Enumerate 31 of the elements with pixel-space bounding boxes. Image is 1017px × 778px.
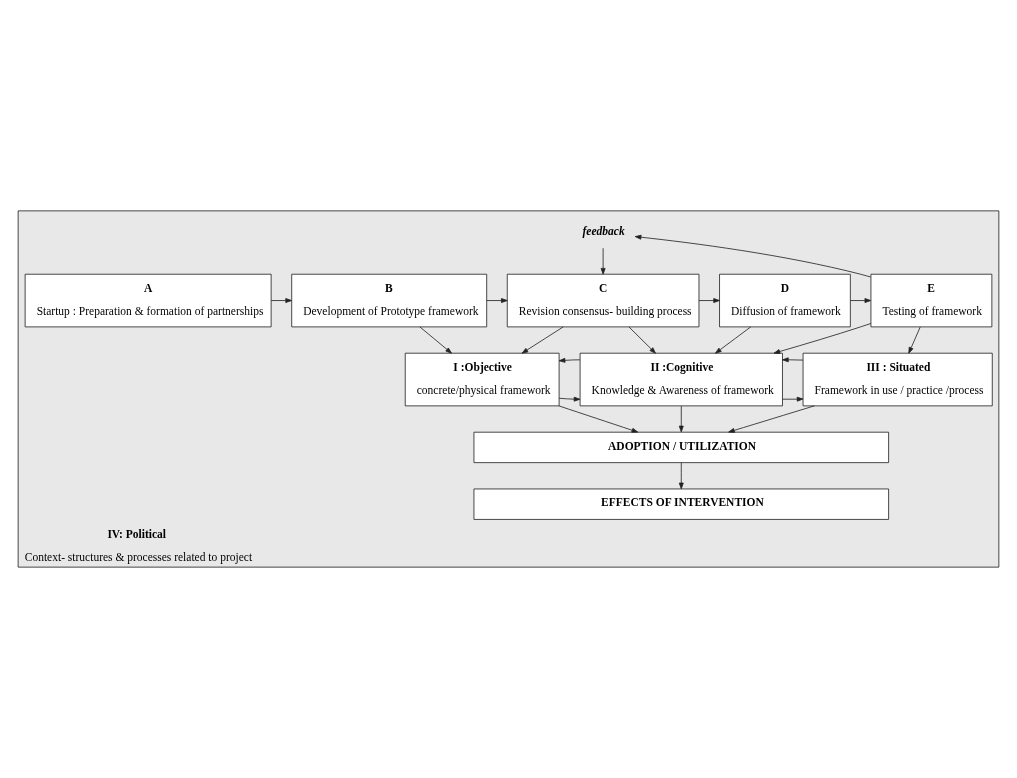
node-box: D Diffusion of framework (719, 273, 851, 328)
node-box: A Startup : Preparation & formation of partnerships (24, 273, 272, 328)
arrow (698, 298, 720, 303)
arrow (715, 326, 752, 354)
node-box: EFFECTS OF INTERVENTION (473, 488, 889, 520)
arrow (678, 462, 684, 490)
node-box: II :Cognitive Knowledge & Awareness of framework (579, 352, 783, 407)
arrow (558, 357, 581, 363)
arrow (678, 405, 684, 433)
node-box: III : Situated Framework in use / practice /process (802, 352, 993, 407)
node-text: feedback (582, 224, 625, 237)
node-box: I :Objective concrete/physical framework (404, 352, 560, 407)
node-box: B Development of Prototype framework (291, 273, 488, 328)
arrow (558, 396, 581, 402)
arrow (773, 323, 872, 354)
arrow (486, 298, 508, 303)
node-box: ADOPTION / UTILIZATION (473, 431, 889, 464)
arrow (270, 298, 292, 303)
arrow (782, 357, 804, 363)
arrow (628, 326, 656, 354)
arrow (634, 234, 872, 278)
arrow (728, 405, 815, 433)
arrow (782, 396, 804, 402)
arrow (600, 247, 606, 275)
arrow (521, 326, 564, 354)
arrow (908, 326, 921, 354)
arrow (850, 298, 872, 303)
node-box: C Revision consensus- building process (506, 273, 700, 328)
arrow (419, 326, 452, 354)
arrow (558, 405, 639, 433)
node-box: E Testing of framework (870, 273, 993, 328)
